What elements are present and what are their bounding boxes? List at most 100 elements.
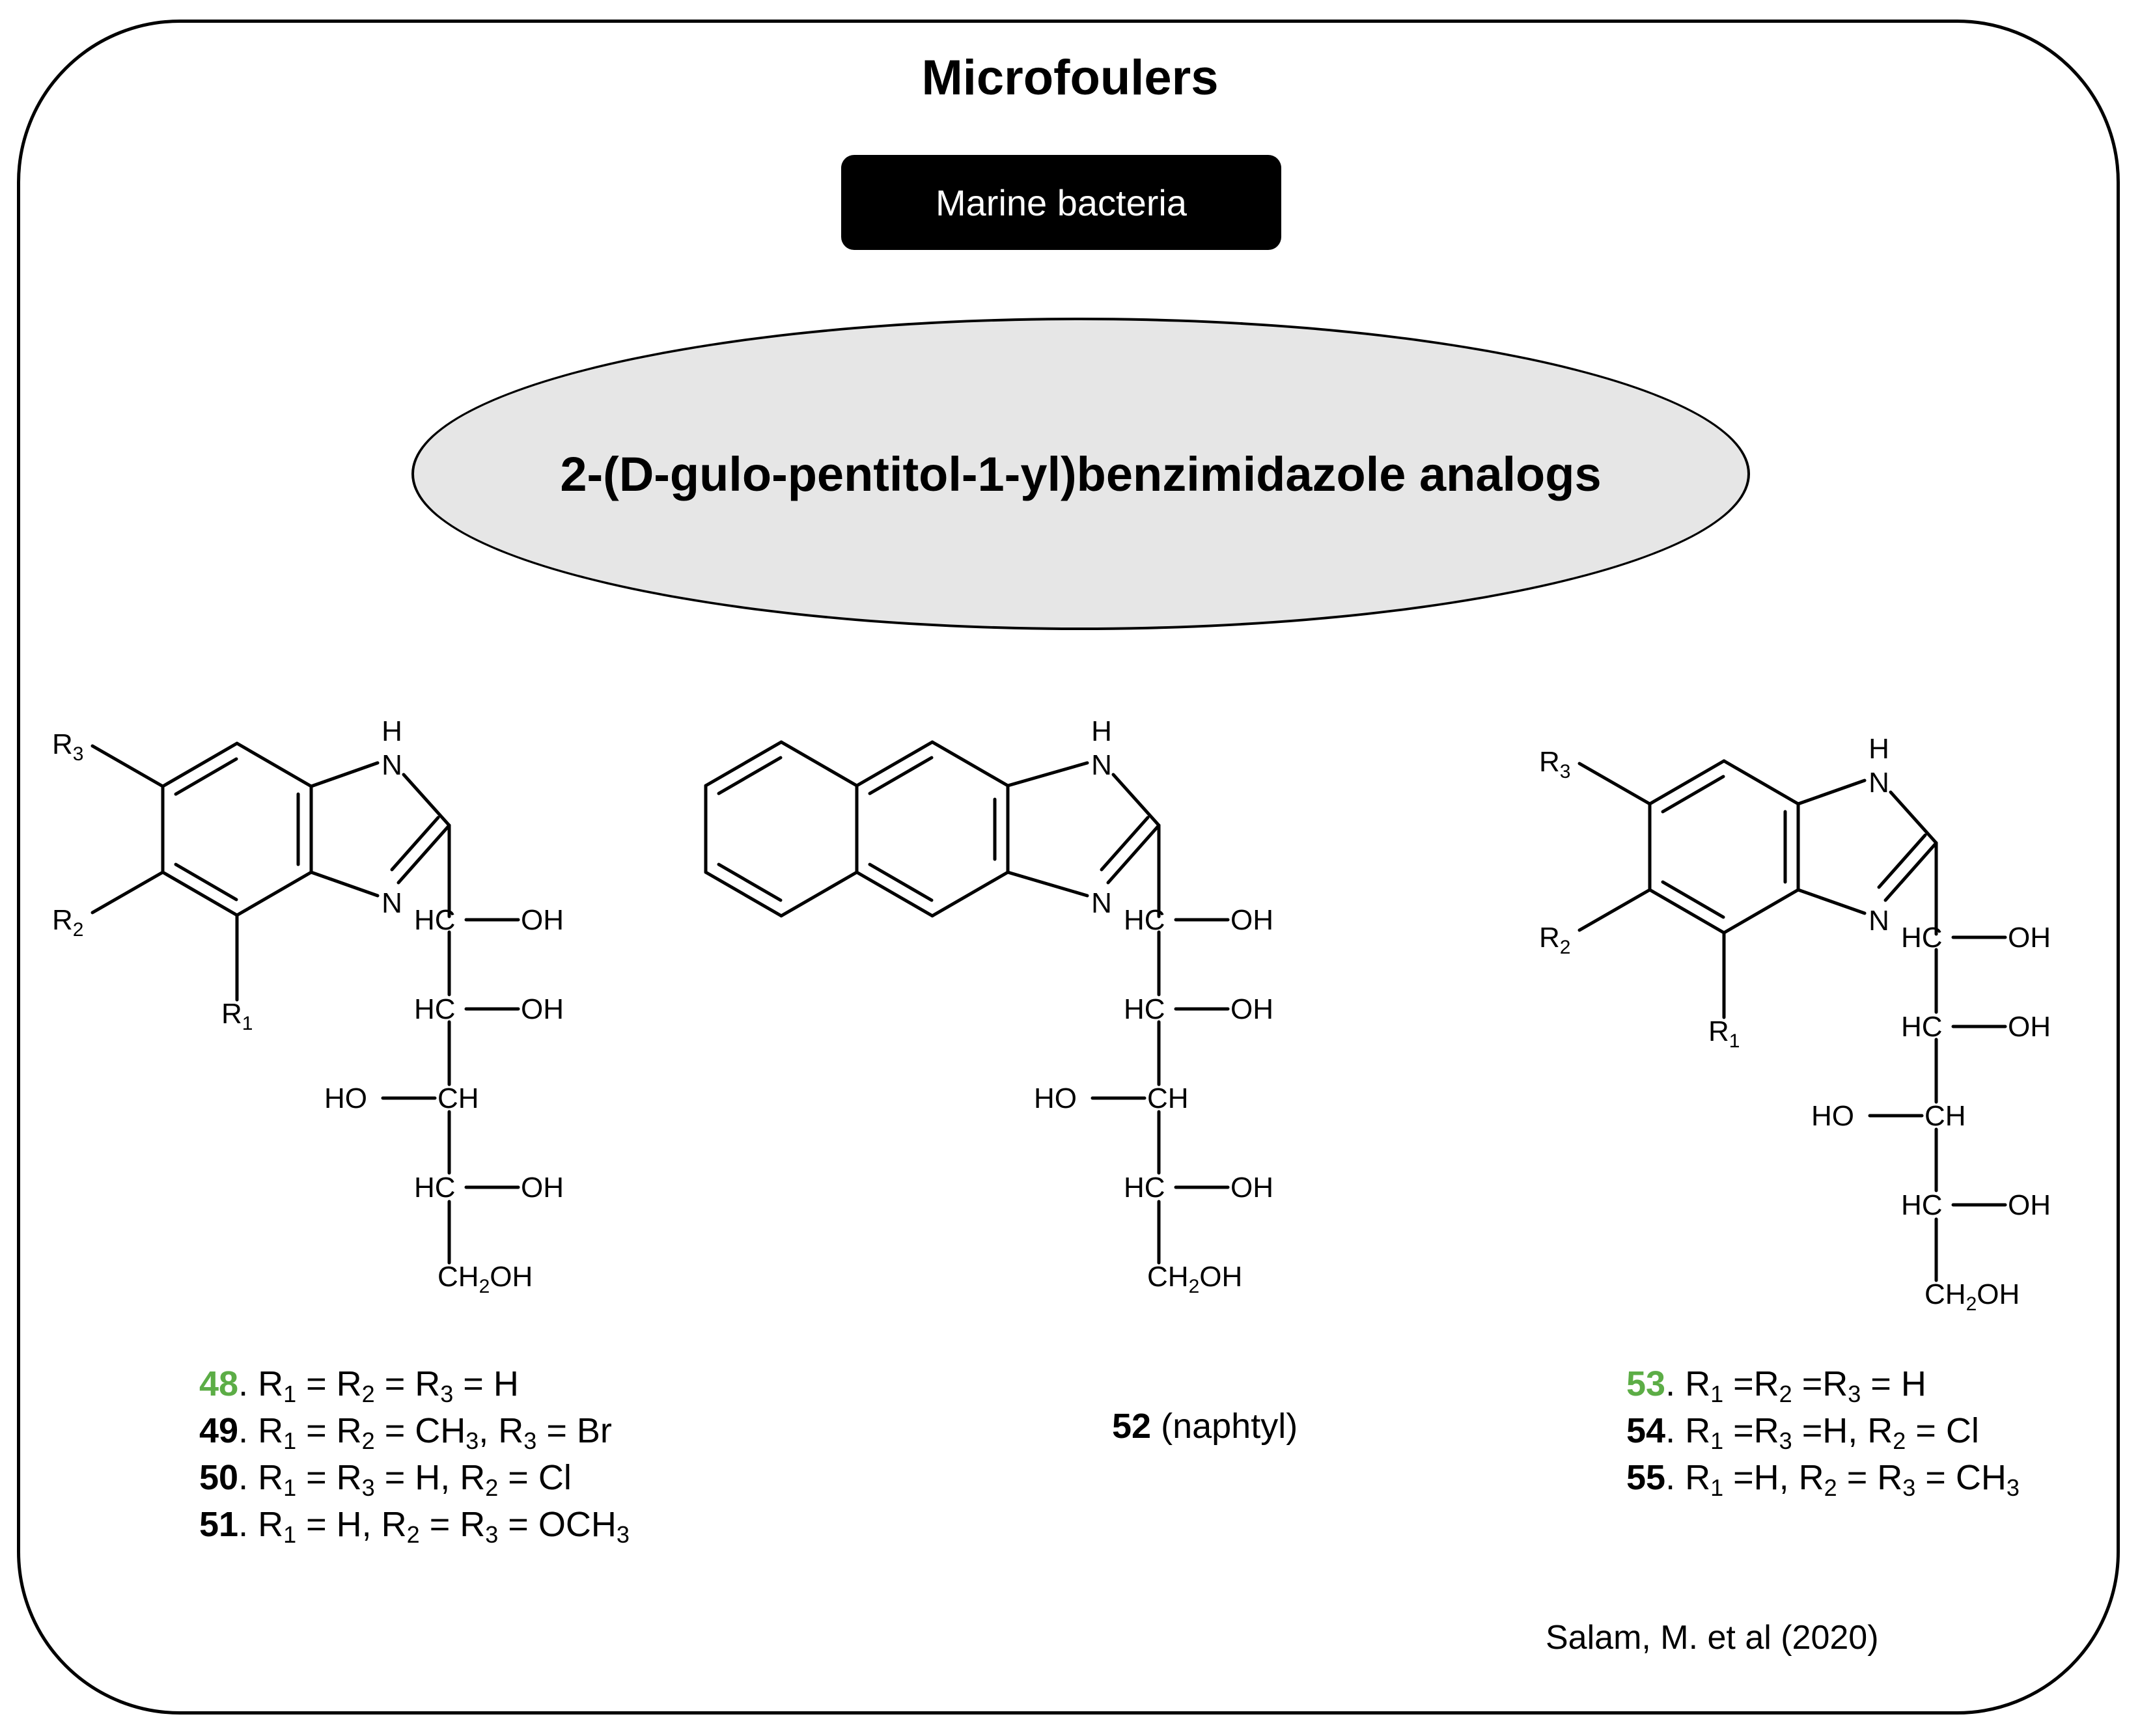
caption-subscript: 3 (2006, 1474, 2020, 1501)
caption-line: 51. R1 = H, R2 = R3 = OCH3 (199, 1501, 630, 1548)
caption-text: =R (1723, 1364, 1779, 1403)
caption-subscript: 2 (1824, 1474, 1837, 1501)
caption-text: = R (1837, 1458, 1903, 1497)
ho-label: HO (1811, 1100, 1854, 1132)
oh-label: OH (1230, 904, 1273, 936)
caption-text: = Br (536, 1411, 612, 1450)
imine-nitrogen-label: N (382, 887, 402, 919)
compound-number: 49 (199, 1411, 239, 1450)
ch2oh-label: CH2OH (438, 1261, 533, 1297)
nh-hydrogen-label: H (1091, 715, 1112, 747)
caption-line: 48. R1 = R2 = R3 = H (199, 1360, 630, 1407)
nh-hydrogen-label: H (382, 715, 402, 747)
caption-text: =H, R (1792, 1411, 1893, 1450)
oh-label: OH (1230, 993, 1273, 1025)
caption-text: =H, R (1723, 1458, 1824, 1497)
ch-label: CH (438, 1082, 479, 1114)
caption-subscript: 3 (485, 1521, 499, 1548)
caption-text: . R (1665, 1458, 1711, 1497)
caption-subscript: 1 (283, 1427, 297, 1454)
caption-line: 49. R1 = R2 = CH3, R3 = Br (199, 1407, 630, 1454)
caption-text: = H (1861, 1364, 1926, 1403)
caption-text: = Cl (1906, 1411, 1979, 1450)
oh-label: OH (2008, 922, 2051, 954)
caption-subscript: 1 (1710, 1427, 1724, 1454)
ch2oh-label: CH2OH (1147, 1261, 1242, 1297)
caption-text: . R (1665, 1411, 1711, 1450)
caption-text: . R (238, 1364, 284, 1403)
caption-text: =R (1792, 1364, 1848, 1403)
caption-subscript: 2 (1893, 1427, 1906, 1454)
caption-subscript: 2 (406, 1521, 420, 1548)
caption-text: = R (374, 1364, 441, 1403)
caption-subscript: 3 (361, 1474, 375, 1501)
caption-text: = OCH (498, 1505, 617, 1544)
caption-text: = H, R (374, 1458, 486, 1497)
ho-label: HO (324, 1082, 367, 1114)
caption-subscript: 2 (485, 1474, 499, 1501)
caption-text: , R (479, 1411, 524, 1450)
category-label-box: Marine bacteria (841, 155, 1281, 250)
caption-subscript: 1 (283, 1381, 297, 1407)
caption-line: 52 (naphtyl) (1112, 1403, 1298, 1450)
hc-label: HC (1124, 993, 1165, 1025)
hc-label: HC (1124, 904, 1165, 936)
caption-subscript: 2 (1779, 1381, 1792, 1407)
r3-label: R3 (52, 728, 83, 765)
caption-line: 54. R1 =R3 =H, R2 = Cl (1626, 1407, 2020, 1454)
compound-class-ellipse: 2-(D-gulo-pentitol-1-yl)benzimidazole an… (411, 318, 1750, 630)
caption-text: . R (238, 1411, 284, 1450)
ho-label: HO (1034, 1082, 1077, 1114)
compound-number: 48 (199, 1364, 239, 1403)
caption-subscript: 3 (616, 1521, 630, 1548)
hc-label: HC (1901, 922, 1943, 954)
oh-label: OH (2008, 1011, 2051, 1043)
nh-nitrogen-label: N (382, 749, 402, 781)
oh-label: OH (2008, 1189, 2051, 1221)
oh-label: OH (521, 993, 564, 1025)
compound-number: 52 (1112, 1407, 1152, 1446)
caption-text: = R (296, 1411, 362, 1450)
hc-label: HC (414, 1172, 456, 1204)
caption-subscript: 2 (361, 1381, 375, 1407)
caption-text: = R (296, 1458, 362, 1497)
hc-label: HC (1124, 1172, 1165, 1204)
compound-number: 50 (199, 1458, 239, 1497)
diagram-frame (17, 20, 2120, 1715)
ch-label: CH (1147, 1082, 1189, 1114)
caption-subscript: 1 (1710, 1474, 1724, 1501)
caption-subscript: 1 (283, 1521, 297, 1548)
caption-subscript: 3 (466, 1427, 479, 1454)
caption-text: . R (238, 1458, 284, 1497)
nh-nitrogen-label: N (1869, 767, 1889, 799)
caption-text: = H, R (296, 1505, 407, 1544)
reference-citation: Salam, M. et al (2020) (1546, 1619, 1879, 1657)
r1-label: R1 (1708, 1015, 1740, 1052)
caption-text: = CH (374, 1411, 466, 1450)
compound-number: 51 (199, 1505, 239, 1544)
caption-text: . R (238, 1505, 284, 1544)
compound-number: 55 (1626, 1458, 1666, 1497)
caption-text: . R (1665, 1364, 1711, 1403)
caption-text: = R (296, 1364, 362, 1403)
caption-subscript: 3 (523, 1427, 537, 1454)
caption-subscript: 1 (283, 1474, 297, 1501)
compound-class-label: 2-(D-gulo-pentitol-1-yl)benzimidazole an… (560, 447, 1602, 501)
caption-line: 53. R1 =R2 =R3 = H (1626, 1360, 2020, 1407)
caption-subscript: 3 (440, 1381, 454, 1407)
ch2oh-label: CH2OH (1925, 1278, 2020, 1315)
r3-label: R3 (1539, 746, 1570, 782)
hc-label: HC (414, 904, 456, 936)
nh-hydrogen-label: H (1869, 733, 1889, 765)
caption-subscript: 3 (1779, 1427, 1792, 1454)
caption-text: = CH (1915, 1458, 2007, 1497)
hc-label: HC (1901, 1189, 1943, 1221)
caption-subscript: 2 (361, 1427, 375, 1454)
caption-subscript: 3 (1902, 1474, 1916, 1501)
caption-text: =R (1723, 1411, 1779, 1450)
compound-number: 54 (1626, 1411, 1666, 1450)
